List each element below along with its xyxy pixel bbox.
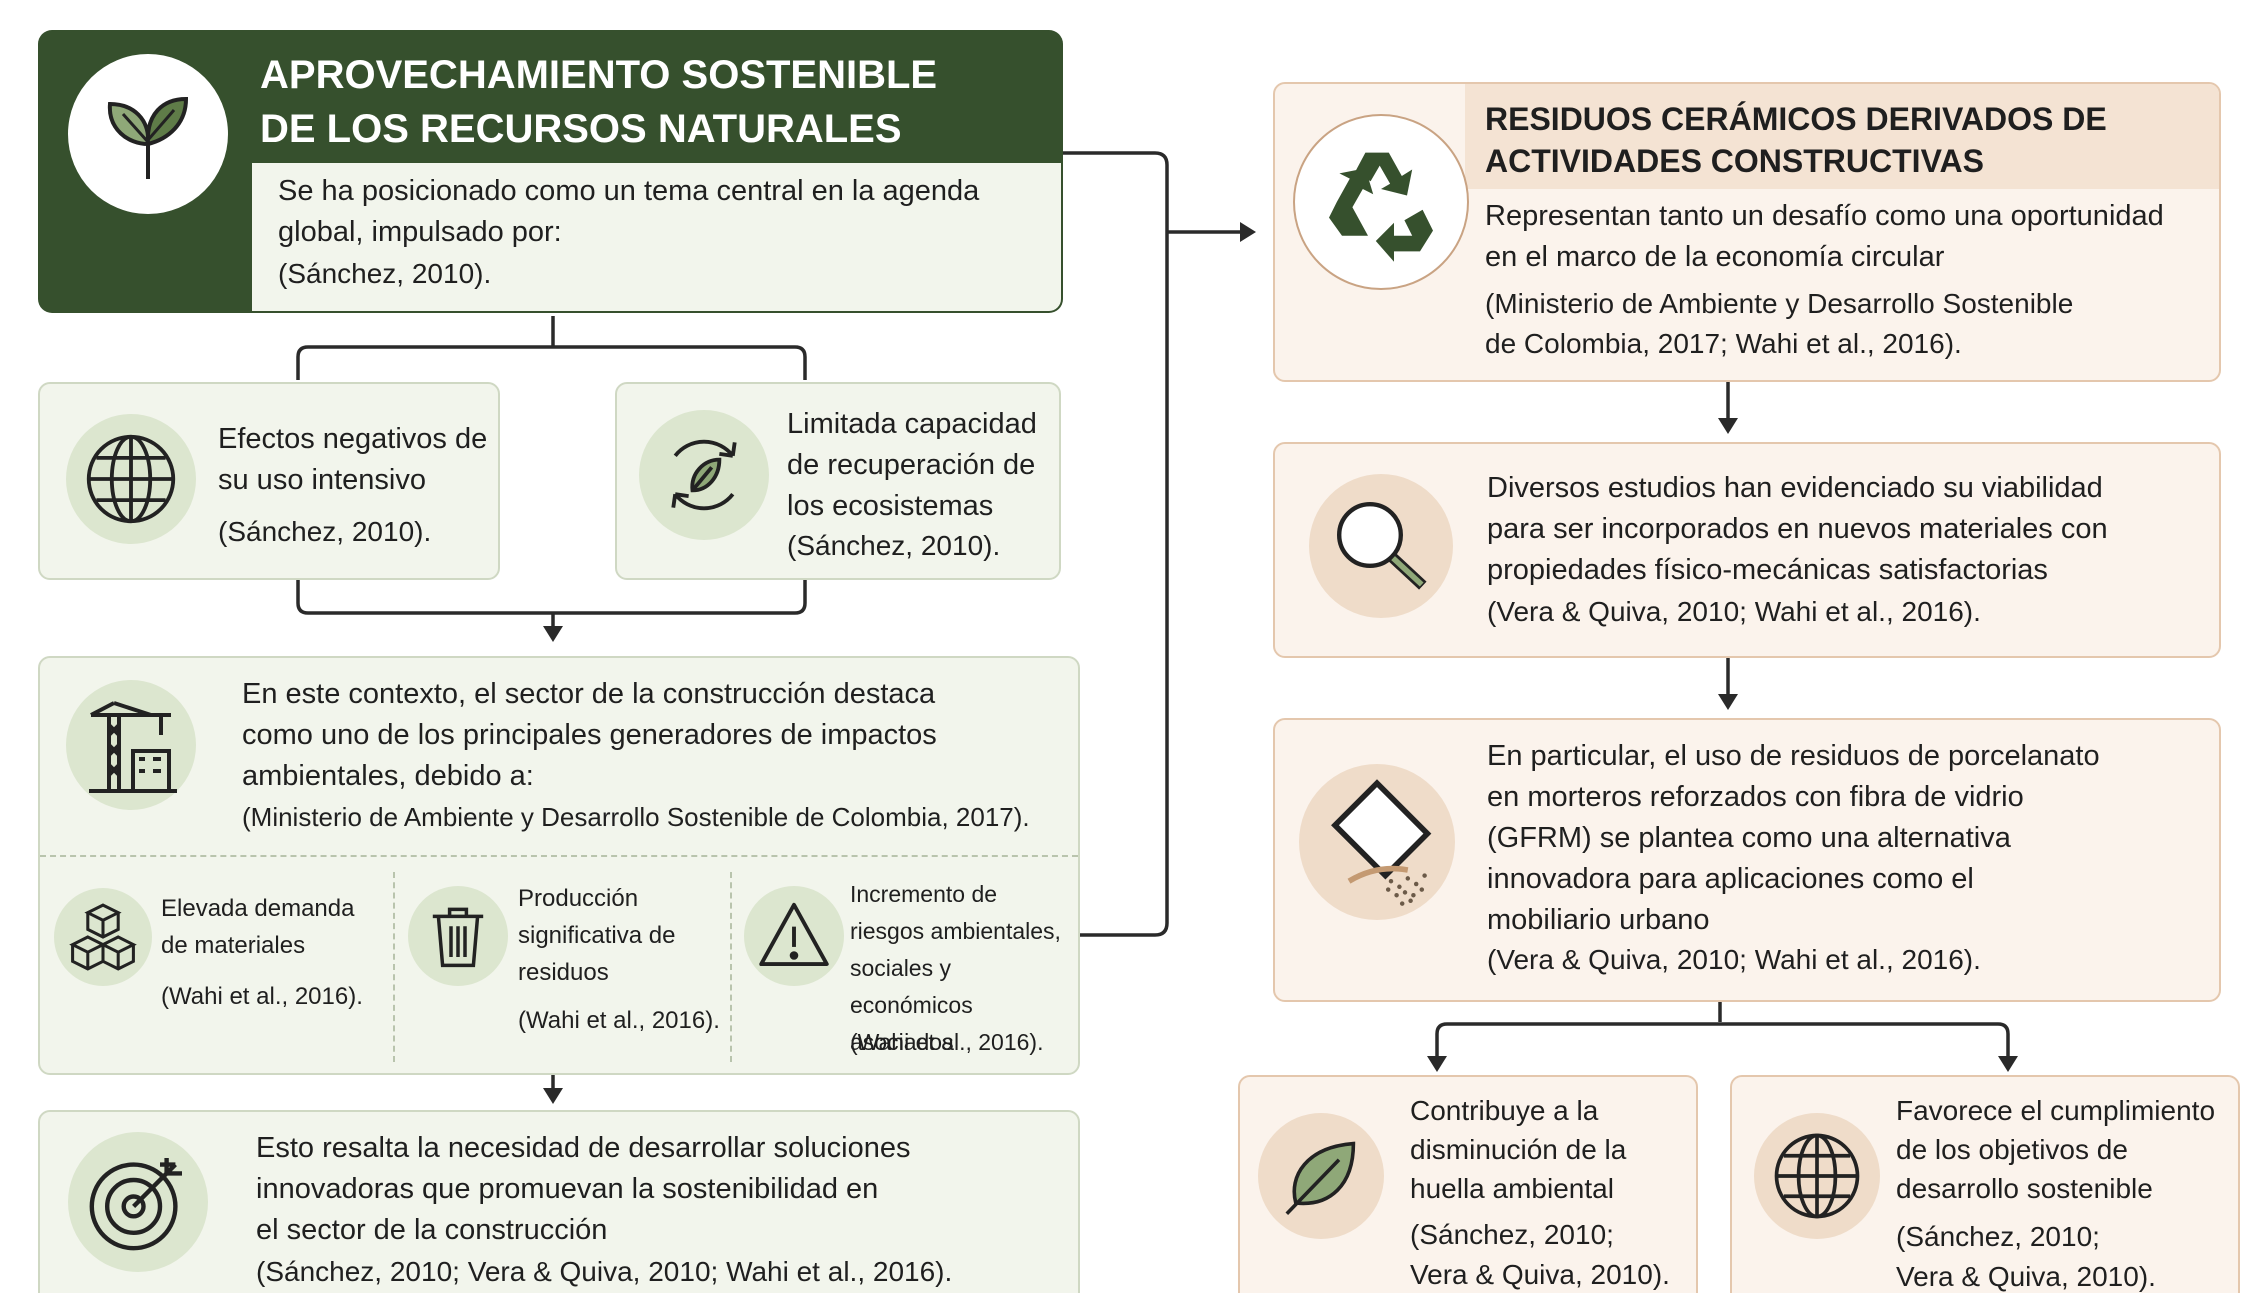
innovation-need-box: Esto resalta la necesidad de desarrollar…	[38, 1110, 1080, 1293]
icon-circle	[68, 1132, 208, 1272]
studies-citation: (Vera & Quiva, 2010; Wahi et al., 2016).	[1487, 596, 1981, 627]
crane-building-icon	[89, 701, 177, 793]
icon-circle	[66, 414, 196, 544]
recycle-icon	[1329, 152, 1433, 262]
main-description-panel: Se ha posicionado como un tema central e…	[252, 163, 1061, 311]
cause-left-citation: (Sánchez, 2010).	[218, 516, 432, 547]
ceramic-header-band	[1465, 84, 2219, 189]
porcelain-gfrm-box: En particular, el uso de residuos de por…	[1273, 718, 2221, 1002]
leaf-icon	[1285, 1141, 1356, 1216]
main-description: Se ha posicionado como un tema central e…	[278, 175, 980, 248]
icon-circle	[744, 886, 844, 986]
icon-circle	[1299, 764, 1455, 920]
construction-citation: (Ministerio de Ambiente y Desarrollo Sos…	[242, 802, 1030, 832]
benefit-sdg-box: Favorece el cumplimiento de los objetivo…	[1730, 1075, 2240, 1293]
item-demand-citation: (Wahi et al., 2016).	[161, 983, 363, 1010]
cause-left-text: Efectos negativos de su uso intensivo	[218, 423, 488, 496]
tile-icon	[1331, 779, 1432, 906]
cause-limited-recovery: Limitada capacidad de recuperación de lo…	[615, 382, 1061, 580]
dashed-divider	[40, 855, 1078, 857]
magnifier-icon	[1337, 502, 1427, 590]
ceramic-text: Representan tanto un desafío como una op…	[1485, 200, 2164, 273]
item-waste-citation: (Wahi et al., 2016).	[518, 1007, 720, 1034]
leaf-cycle-icon	[671, 439, 737, 511]
porcelain-citation: (Vera & Quiva, 2010; Wahi et al., 2016).	[1487, 944, 1981, 975]
benefit-left-citation: (Sánchez, 2010; Vera & Quiva, 2010).	[1410, 1219, 1670, 1290]
ceramic-title: RESIDUOS CERÁMICOS DERIVADOS DE ACTIVIDA…	[1485, 101, 2107, 179]
need-citation: (Sánchez, 2010; Vera & Quiva, 2010; Wahi…	[256, 1256, 953, 1287]
icon-circle	[54, 888, 152, 986]
icon-circle	[1293, 114, 1469, 290]
ceramic-citation: (Ministerio de Ambiente y Desarrollo Sos…	[1485, 288, 2074, 359]
studies-viability-box: Diversos estudios han evidenciado su via…	[1273, 442, 2221, 658]
studies-text: Diversos estudios han evidenciado su via…	[1487, 472, 2108, 586]
icon-circle	[66, 680, 196, 810]
leaves-icon	[107, 96, 189, 179]
warning-icon	[759, 902, 829, 967]
icon-circle	[1309, 474, 1453, 618]
main-citation: (Sánchez, 2010).	[278, 258, 492, 289]
main-topic-box: APROVECHAMIENTO SOSTENIBLE DE LOS RECURS…	[38, 30, 1063, 313]
construction-sector-box: En este contexto, el sector de la constr…	[38, 656, 1080, 1075]
ceramic-waste-box: RESIDUOS CERÁMICOS DERIVADOS DE ACTIVIDA…	[1273, 82, 2221, 382]
main-icon-circle	[68, 54, 228, 214]
icon-circle	[1258, 1113, 1384, 1239]
dashed-divider	[393, 872, 395, 1062]
icon-circle	[639, 410, 769, 540]
porcelain-text: En particular, el uso de residuos de por…	[1487, 740, 2100, 936]
benefit-footprint-box: Contribuye a la disminución de la huella…	[1238, 1075, 1698, 1293]
icon-circle	[1754, 1113, 1880, 1239]
globe-icon	[1774, 1133, 1860, 1219]
benefit-right-citation: (Sánchez, 2010; Vera & Quiva, 2010).	[1896, 1221, 2156, 1292]
icon-circle	[408, 886, 508, 986]
benefit-left-text: Contribuye a la disminución de la huella…	[1410, 1095, 1627, 1204]
item-risk-text: Incremento de riesgos ambientales, socia…	[850, 881, 1061, 1055]
boxes-icon	[69, 903, 137, 971]
trash-icon	[432, 907, 484, 968]
benefit-right-text: Favorece el cumplimiento de los objetivo…	[1896, 1095, 2216, 1204]
need-text: Esto resalta la necesidad de desarrollar…	[256, 1132, 911, 1246]
cause-negative-effects: Efectos negativos de su uso intensivo (S…	[38, 382, 500, 580]
cause-right-text: Limitada capacidad de recuperación de lo…	[787, 408, 1037, 522]
dashed-divider	[730, 872, 732, 1062]
item-demand-text: Elevada demanda de materiales	[161, 895, 355, 959]
item-risk-citation: (Wahi et al., 2016).	[850, 1029, 1044, 1055]
target-icon	[89, 1158, 182, 1251]
globe-icon	[86, 434, 176, 524]
cause-right-citation: (Sánchez, 2010).	[787, 530, 1001, 561]
item-waste-text: Producción significativa de residuos	[518, 885, 676, 986]
main-title: APROVECHAMIENTO SOSTENIBLE DE LOS RECURS…	[260, 53, 938, 151]
construction-text: En este contexto, el sector de la constr…	[242, 678, 937, 792]
